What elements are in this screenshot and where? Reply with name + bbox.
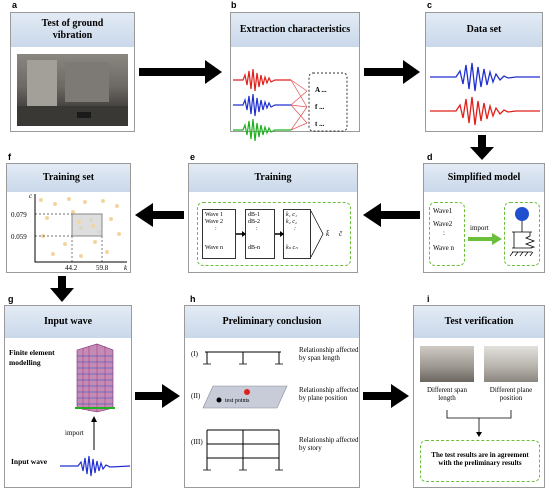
- wave-list: Wave 1 Wave 2 : Wave n: [202, 209, 236, 259]
- import-label-d: import: [470, 224, 489, 232]
- panel-simplified-model: Simplified model Wave1 Wave2 : Wave n im…: [423, 163, 545, 273]
- label-b: b: [231, 0, 237, 10]
- label-d: d: [427, 152, 433, 162]
- extraction-waves: [233, 68, 348, 142]
- arrow-f-to-g: [50, 276, 74, 302]
- red-wave: [233, 68, 291, 92]
- verification-connector: [446, 410, 512, 437]
- label-g: g: [8, 294, 14, 304]
- output-k: k̄: [326, 230, 330, 238]
- item-2-text: Relationship affected by plane position: [299, 386, 359, 402]
- panel-h-title: Preliminary conclusion: [185, 306, 359, 338]
- feature-t: t ...: [315, 120, 325, 128]
- training-set-plot: [34, 194, 127, 263]
- import-arrow-d: [468, 233, 502, 245]
- span-test-photo: [420, 346, 474, 382]
- feature-box: [308, 72, 348, 132]
- arrow-e-to-f: [135, 203, 184, 227]
- blue-dataset-wave: [430, 62, 540, 92]
- panel-c-title: Data set: [426, 13, 542, 47]
- y-axis-label: c: [29, 192, 33, 200]
- connector-lines: [290, 79, 308, 131]
- result-frame: [420, 440, 540, 482]
- item-3-text: Relationship affected by story: [299, 436, 359, 452]
- span-frame-diagram: [203, 351, 283, 365]
- x-tick-442: 44.2: [65, 264, 78, 272]
- import-arrow-g: [91, 416, 97, 450]
- panel-preliminary-conclusion: Preliminary conclusion (I) Relationship …: [184, 305, 360, 488]
- panel-b-title: Extraction characteristics: [231, 13, 359, 47]
- label-f: f: [8, 152, 11, 162]
- input-wave-label: Input wave: [11, 457, 48, 466]
- import-label-g: import: [65, 429, 84, 437]
- training-arrows: [236, 210, 324, 258]
- story-frame-diagram: [203, 429, 283, 471]
- arrow-g-to-h: [135, 384, 180, 408]
- blue-wave: [233, 93, 291, 117]
- plane-diagram: [202, 385, 288, 409]
- panel-extraction: Extraction characteristics A ... f ... t…: [230, 12, 360, 142]
- arrow-b-to-c: [364, 60, 420, 84]
- sdof-model: [509, 207, 536, 257]
- wave-input-frame: Wave1 Wave2 : Wave n: [429, 202, 465, 266]
- feature-a: A ...: [315, 86, 327, 94]
- y-tick-0059: 0.059: [11, 233, 27, 241]
- x-tick-598: 59.8: [96, 264, 109, 272]
- panel-g-title: Input wave: [5, 306, 131, 338]
- item-1-text: Relationship affected by span length: [299, 346, 359, 362]
- x-axis-label: k: [124, 264, 128, 272]
- training-flow-frame: [197, 202, 351, 266]
- label-c: c: [427, 0, 433, 10]
- item-2-num: (II): [191, 392, 201, 400]
- caption-span: Different span length: [426, 386, 468, 402]
- site-photo: [17, 54, 128, 126]
- panel-a-title: Test of ground vibration: [11, 13, 134, 47]
- panel-test-verification: Test verification Different span length …: [413, 305, 545, 488]
- panel-d-title: Simplified model: [424, 164, 544, 192]
- feature-f: f ...: [315, 103, 325, 111]
- arrow-a-to-b: [139, 60, 222, 84]
- panel-data-set: Data set: [425, 12, 543, 132]
- panel-input-wave: Input wave Finite element modelling impo…: [4, 305, 132, 488]
- arrow-d-to-e: [363, 203, 420, 227]
- plot-axes: [34, 194, 127, 263]
- panel-training-set: Training set c 0.079 0.059 44.2 59.8 k: [6, 163, 131, 273]
- input-wave-signal: [60, 455, 131, 477]
- label-h: h: [190, 294, 196, 304]
- plane-test-photo: [484, 346, 538, 382]
- label-e: e: [190, 152, 196, 162]
- sdof-model-frame: [504, 202, 540, 266]
- arrow-h-to-i: [363, 384, 409, 408]
- output-c: c̄: [339, 230, 343, 238]
- panel-ground-vibration-test: Test of ground vibration: [10, 12, 135, 132]
- y-tick-0079: 0.079: [11, 211, 27, 219]
- selected-region: [71, 213, 103, 237]
- red-dataset-wave: [430, 96, 540, 126]
- fe-building-model: [75, 343, 115, 413]
- result-text: The test results are in agreement with t…: [431, 451, 529, 467]
- test-points-label: test points: [225, 398, 250, 404]
- panel-i-title: Test verification: [414, 306, 544, 338]
- panel-training: Training Wave 1 Wave 2 : Wave n dB-1 dB-…: [188, 163, 358, 273]
- panel-e-title: Training: [189, 164, 357, 192]
- item-3-num: (III): [191, 438, 203, 446]
- caption-plane: Different plane position: [489, 386, 533, 402]
- label-i: i: [427, 294, 430, 304]
- label-a: a: [12, 0, 18, 10]
- item-1-num: (I): [191, 350, 198, 358]
- green-wave: [233, 118, 291, 142]
- panel-f-title: Training set: [7, 164, 130, 192]
- fe-model-label: Finite element modelling: [9, 348, 55, 367]
- dataset-waves: [430, 62, 540, 126]
- arrow-c-to-d: [470, 135, 494, 160]
